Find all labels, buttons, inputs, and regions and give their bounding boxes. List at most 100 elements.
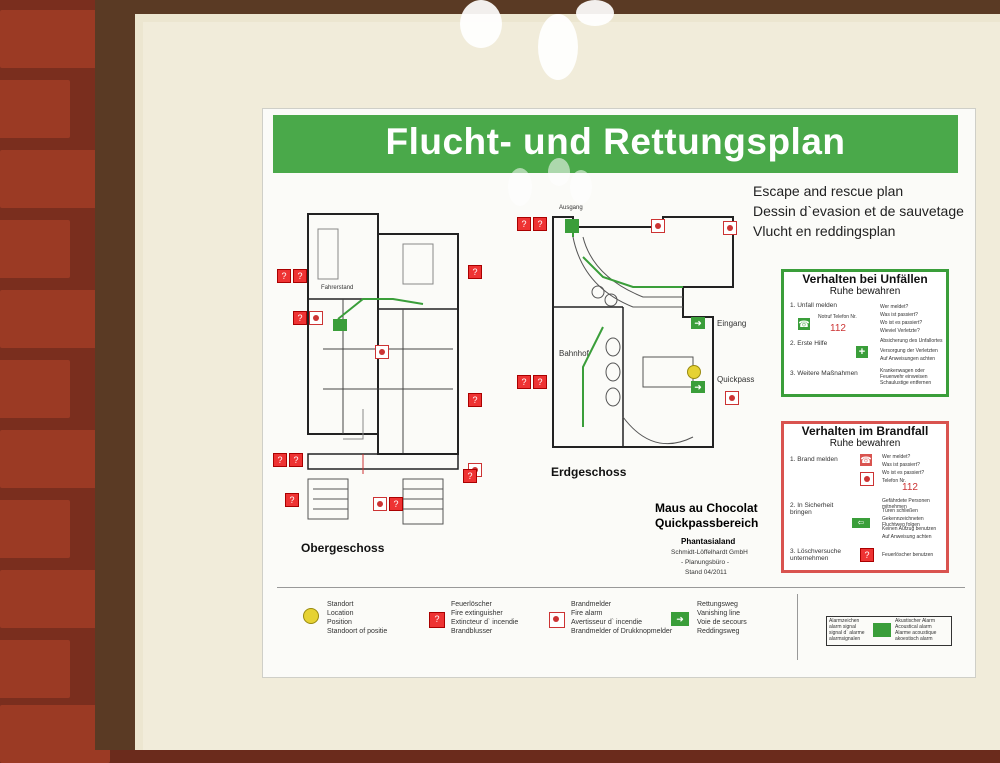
legend-escape: Rettungsweg Vanishing line Voie de secou…	[697, 600, 747, 636]
extinguisher-icon: ?	[517, 375, 531, 389]
extinguisher-icon: ?	[277, 269, 291, 283]
light-reflection	[570, 170, 592, 204]
brand-title: Verhalten im Brandfall	[801, 424, 929, 438]
first-aid-note-3: Auf Anweisungen achten	[880, 356, 936, 362]
company-line-1: Schmidt-Löffelhardt GmbH	[671, 549, 748, 556]
label-quickpass: Quickpass	[717, 375, 755, 384]
alarm-box-right: Akustischer Alarm Acoustical alarm Alarm…	[895, 618, 936, 642]
light-reflection	[548, 158, 570, 186]
brick	[0, 430, 110, 488]
unfall-step-3: 3. Weitere Maßnahmen	[790, 370, 858, 377]
poster-title: Flucht- und Rettungsplan	[385, 121, 846, 162]
legend-position-2: Location	[327, 610, 354, 617]
fire-alarm-icon	[725, 391, 739, 405]
brick	[0, 150, 110, 208]
legend-alarm-2: Fire alarm	[571, 610, 603, 617]
legend: Standort Location Position Standoort of …	[277, 587, 965, 672]
alarm-box-right-4: akoestisch alarm	[895, 636, 933, 642]
extinguisher-icon: ?	[463, 469, 477, 483]
legend-escape-1: Rettungsweg	[697, 601, 738, 608]
fire-alarm-icon	[549, 612, 565, 628]
unfall-phone-caption: Notruf Telefon Nr.	[818, 314, 857, 320]
unfall-box: Verhalten bei Unfällen Ruhe bewahren 1. …	[781, 269, 949, 397]
brick	[0, 500, 70, 558]
legend-position-3: Position	[327, 619, 352, 626]
light-reflection	[508, 168, 532, 206]
legend-extinguisher-1: Feuerlöscher	[451, 601, 492, 608]
fire-alarm-icon	[373, 497, 387, 511]
extinguisher-icon: ?	[533, 217, 547, 231]
fire-alarm-icon	[723, 221, 737, 235]
brick	[0, 10, 110, 68]
alarm-box-left-4: alarmsignalen	[829, 636, 861, 642]
brick	[0, 80, 70, 138]
fire-alarm-icon	[860, 472, 874, 486]
exit-arrow-icon: ➜	[671, 612, 689, 626]
legend-alarm-3: Avertisseur d` incendie	[571, 619, 643, 626]
alarm-signal-panel: Alarmzeichen alarm signal signal d` alar…	[797, 594, 966, 660]
extinguisher-icon: ?	[293, 311, 307, 325]
measures-note-1: Krankenwagen oder Feuerwehr einweisen	[880, 368, 928, 380]
brand-step-1: 1. Brand melden	[790, 456, 838, 463]
title-bar: Flucht- und Rettungsplan	[273, 115, 958, 173]
extinguisher-icon: ?	[517, 217, 531, 231]
company-line-2: - Planungsbüro -	[681, 559, 730, 566]
standort-icon	[303, 608, 319, 624]
measures-note-2: Schaulustige entfernen	[880, 380, 932, 386]
subtitle-en: Escape and rescue plan	[753, 183, 904, 199]
exit-arrow-icon: ⇦	[852, 518, 870, 528]
unfall-q2: Was ist passiert?	[880, 312, 918, 318]
extinguisher-icon: ?	[289, 453, 303, 467]
light-reflection	[538, 14, 578, 80]
brick	[0, 640, 70, 698]
extinguisher-icon: ?	[468, 393, 482, 407]
legend-alarm-1: Brandmelder	[571, 601, 612, 608]
subtitle-nl: Vlucht en reddingsplan	[753, 223, 896, 239]
legend-alarm-4: Brandmelder of Drukknopmelder	[571, 628, 673, 635]
venue-name: Maus au Chocolat	[655, 501, 758, 515]
extinguisher-icon: ?	[389, 497, 403, 511]
legend-position-4: Standoort of positie	[327, 628, 388, 635]
safety-note-5: Auf Anweisung achten	[882, 534, 932, 540]
alarm-box-right-3: Alarme acoustique	[895, 630, 937, 636]
phone-icon: ☎	[860, 454, 872, 466]
ground-floor-drawing	[552, 216, 734, 448]
first-aid-icon: +	[856, 346, 868, 358]
alarm-box-left-3: signal d` alarme	[829, 630, 865, 636]
label-ausgang: Ausgang	[559, 205, 583, 211]
alarm-box-left-1: Alarmzeichen	[829, 618, 860, 624]
brick	[0, 360, 70, 418]
ground-floor-label: Erdgeschoss	[551, 465, 627, 479]
upper-floor-plan: Fahrerstand	[303, 209, 473, 529]
legend-extinguisher: Feuerlöscher Fire extinguisher Extincteu…	[451, 600, 518, 636]
unfall-step-2: 2. Erste Hilfe	[790, 340, 828, 347]
fire-alarm-icon	[375, 345, 389, 359]
brand-phone: 112	[902, 482, 918, 493]
extinguisher-icon: ?	[860, 548, 874, 562]
extinguisher-icon: ?	[293, 269, 307, 283]
escape-plan-poster: Flucht- und Rettungsplan Escape and resc…	[262, 108, 976, 678]
legend-escape-4: Reddingsweg	[697, 628, 740, 635]
legend-extinguisher-4: Brandblusser	[451, 628, 493, 635]
brand-box: Verhalten im Brandfall Ruhe bewahren 1. …	[781, 421, 949, 573]
unfall-title: Verhalten bei Unfällen	[802, 272, 928, 286]
upper-floor-label: Obergeschoss	[301, 541, 385, 555]
exit-arrow-icon: ➜	[691, 317, 705, 329]
label-bahnhof: Bahnhof	[559, 349, 589, 358]
phone-icon: ☎	[798, 318, 810, 330]
extinguisher-icon: ?	[533, 375, 547, 389]
legend-position-1: Standort	[327, 601, 354, 608]
unfall-phone: 112	[830, 323, 846, 334]
company-name: Phantasialand	[681, 537, 736, 546]
extinguisher-icon: ?	[429, 612, 445, 628]
extinguisher-icon: ?	[273, 453, 287, 467]
brick	[0, 705, 110, 763]
brick	[0, 220, 70, 278]
alarm-box-left: Alarmzeichen alarm signal signal d` alar…	[829, 618, 865, 642]
legend-extinguisher-3: Extincteur d` incendie	[451, 619, 519, 626]
alarm-box-left-2: alarm signal	[829, 624, 856, 630]
first-aid-note-1: Absicherung des Unfallortes	[880, 338, 943, 344]
alarm-signal-box: Alarmzeichen alarm signal signal d` alar…	[826, 616, 952, 646]
alarm-box-right-1: Akustischer Alarm	[895, 618, 936, 624]
brand-step-2: 2. In Sicherheit bringen	[790, 502, 834, 516]
